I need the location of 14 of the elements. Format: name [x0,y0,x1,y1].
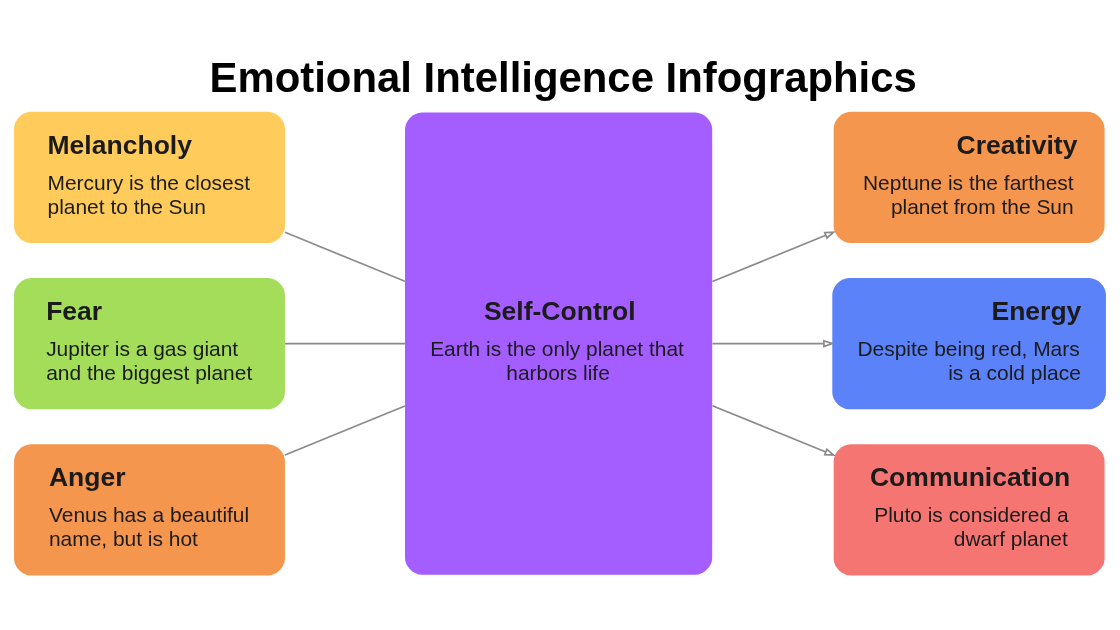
node-box: Anger Venus has a beautiful name, but is hot [14,444,285,576]
node-box: Creativity Neptune is the farthest planet from the Sun [833,111,1105,244]
node-box: Energy Despite being red, Mars is a cold place [832,278,1106,410]
arrow [711,231,836,283]
node-box: Fear Jupiter is a gas giant and the biggest planet [14,278,285,410]
node-box: Melancholy Mercury is the closest planet to the Sun [14,111,285,244]
connector [284,405,406,456]
connector [284,342,406,345]
arrow [711,404,836,457]
arrow [711,339,835,348]
node-box: Self-Control Earth is the only planet that harbors life [405,112,713,575]
node-box: Communication Pluto is considered a dwarf planet [833,444,1105,576]
connector [284,231,406,283]
diagram-title: Emotional Intelligence Infographics [209,54,917,102]
